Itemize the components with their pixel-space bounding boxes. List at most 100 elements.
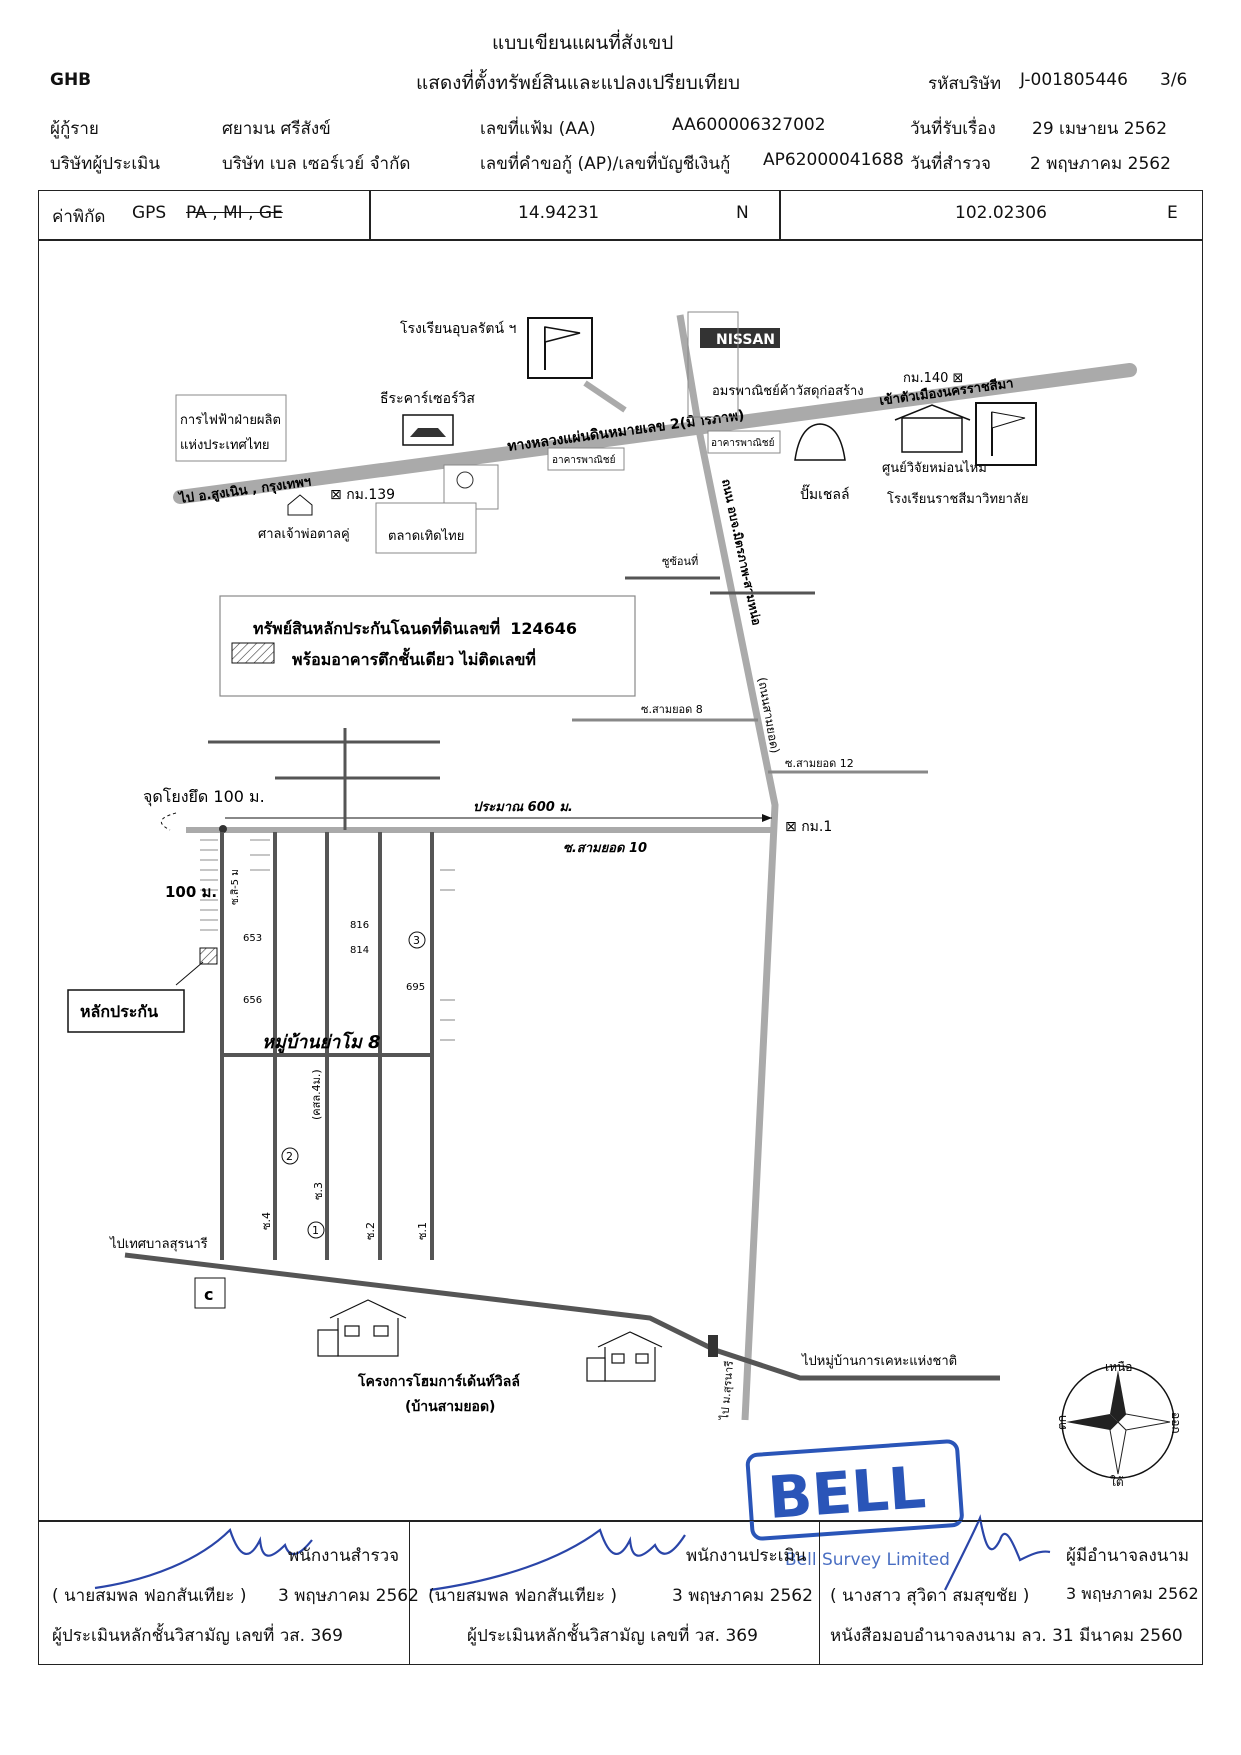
file-label: เลขที่แฟ้ม (AA) <box>480 119 596 139</box>
research-building-icon <box>901 417 963 453</box>
project-house-icon <box>317 1299 407 1357</box>
village-label: หมู่บ้านย่าโม 8 <box>262 1031 381 1054</box>
collateral-label-box <box>67 989 185 1033</box>
ptt-station-icon <box>194 1277 226 1309</box>
second-house-icon <box>586 1331 663 1382</box>
toyota-label: ธีระคาร์เซอร์วิส <box>380 390 475 407</box>
appraiser-role: พนักงานประเมิน <box>686 1546 807 1566</box>
authorized-name: ( นางสาว สุวิดา สมสุขชัย ) <box>830 1586 1030 1606</box>
school2-flag-icon <box>975 402 1037 466</box>
application-label: เลขที่คำขอกู้ (AP)/เลขที่บัญชีเงินกู้ <box>480 154 731 174</box>
km1-marker: ⊠ กม.1 <box>785 819 832 835</box>
school-top-label: โรงเรียนอุบลรัตน์ ฯ <box>400 320 516 337</box>
svg-text:1: 1 <box>312 1224 319 1237</box>
gps-latitude: 14.94231 <box>518 203 600 223</box>
lot-814: 814 <box>350 945 369 956</box>
nissan-sign <box>700 328 780 348</box>
school2-label: โรงเรียนราชสีมาวิทยาลัย <box>887 491 1029 507</box>
survey-date: 2 พฤษภาคม 2562 <box>1030 154 1171 174</box>
shrine-icon <box>287 494 313 516</box>
research-label: ศูนย์วิจัยหม่อนไหม <box>882 460 987 476</box>
school-access-road <box>583 380 627 413</box>
map-frame <box>38 240 1203 1522</box>
project-sub-label: (บ้านสามยอด) <box>405 1399 495 1415</box>
lot-695: 695 <box>406 982 425 993</box>
reference-point-label: จุดโยงยึด 100 ม. <box>143 787 265 807</box>
to-surnari2-label: ไป ม.สุรนารี <box>718 1360 736 1421</box>
authorized-date: 3 พฤษภาคม 2562 <box>1066 1584 1199 1603</box>
lane4-label: ซ.4 <box>260 1212 273 1230</box>
circle-marker-2 <box>281 1147 299 1165</box>
collateral-subtitle: พร้อมอาคารตึกชั้นเดียว ไม่ติดเลขที่ <box>292 647 536 669</box>
shrine-label: ศาลเจ้าพ่อตาลคู่ <box>258 527 350 542</box>
stamp-subtext: Bell Survey Limited <box>785 1550 950 1570</box>
egat-label-2: แห่งประเทศไทย <box>180 437 270 453</box>
mercedes-dealer-box <box>443 464 499 510</box>
file-number: AA600006327002 <box>672 115 826 135</box>
road-mittraphap-samno <box>676 314 779 1421</box>
circle-marker-1 <box>307 1221 325 1239</box>
svg-text:BELL: BELL <box>766 1453 928 1532</box>
signature-table <box>38 1520 1203 1665</box>
compass-rose-icon <box>1061 1365 1175 1479</box>
collateral-title: ทรัพย์สินหลักประกันโฉนดที่ดินเลขที่12464… <box>253 617 577 638</box>
surveyor-signature <box>94 1527 313 1590</box>
distance-100-label: 100 ม. <box>165 883 217 901</box>
gps-system: GPS <box>132 203 167 223</box>
surveyor-role: พนักงานสำรวจ <box>288 1546 400 1566</box>
doc-subtitle: แสดงที่ตั้งทรัพย์สินและแปลงเปรียบเทียบ <box>416 72 741 94</box>
svg-text:อาคารพาณิชย์: อาคารพาณิชย์ <box>711 437 774 449</box>
surveyor-license: ผู้ประเมินหลักชั้นวิสามัญ เลขที่ วส. 369 <box>52 1626 343 1646</box>
soi-mark-label: ซูซ้อนที่ <box>662 553 698 568</box>
lot-656: 656 <box>243 995 262 1006</box>
small-soi-label: ซ.สิ-5 ม <box>230 869 241 905</box>
collateral-label: หลักประกัน <box>80 1002 158 1021</box>
surveyor-date: 3 พฤษภาคม 2562 <box>278 1586 419 1606</box>
signature-cell-surveyor <box>38 1520 410 1665</box>
authorized-license: หนังสือมอบอำนาจลงนาม ลว. 31 มีนาคม 2560 <box>830 1626 1183 1646</box>
lot-653: 653 <box>243 933 262 944</box>
km139-marker: ⊠ กม.139 <box>330 487 395 503</box>
svg-text:3: 3 <box>413 934 420 947</box>
circle-marker-3 <box>408 931 426 949</box>
received-date: 29 เมษายน 2562 <box>1032 119 1168 139</box>
lane1-label: ซ.1 <box>416 1222 429 1240</box>
lane-width-label: (คสล.4ม.) <box>310 1069 323 1120</box>
gps-label: ค่าพิกัด <box>52 207 106 227</box>
survey-label: วันที่สำรวจ <box>910 154 991 174</box>
gps-longitude: 102.02306 <box>955 203 1047 223</box>
soi10-label: ซ.สามยอด 10 <box>563 841 647 856</box>
egat-label-1: การไฟฟ้าฝ่ายผลิต <box>180 412 281 428</box>
reference-point-marker <box>219 825 227 833</box>
lane3-label: ซ.3 <box>312 1182 325 1200</box>
compass-west: ตก <box>1055 1415 1069 1430</box>
commercial-bldg-1 <box>547 447 625 471</box>
lot-816: 816 <box>350 920 369 931</box>
collateral-parcel <box>199 947 218 965</box>
market-label: ตลาดเทิดไทย <box>388 528 464 544</box>
market-box <box>375 502 477 554</box>
received-label: วันที่รับเรื่อง <box>910 119 996 139</box>
company-code: J-001805446 <box>1020 70 1128 90</box>
gps-struck-systems: PA , MI , GE <box>186 203 283 223</box>
svg-text:อาคารพาณิชย์: อาคารพาณิชย์ <box>552 454 615 466</box>
application-number: AP62000041688 <box>763 150 904 170</box>
page-number: 3/6 <box>1160 70 1188 90</box>
gps-lat-dir: N <box>736 203 749 223</box>
km140-marker: กม.140 ⊠ <box>903 371 963 386</box>
appraiser-date: 3 พฤษภาคม 2562 <box>672 1586 813 1606</box>
gps-lon-dir: E <box>1167 203 1178 223</box>
egat-box <box>175 394 287 462</box>
compass-north: เหนือ <box>1105 1360 1132 1374</box>
appraiser-signature <box>429 1528 686 1592</box>
school-flag-icon <box>527 317 593 379</box>
shell-label: ปั๊มเชลล์ <box>800 484 850 503</box>
compass-south: ใต้ <box>1110 1475 1124 1489</box>
svg-text:c: c <box>204 1285 213 1304</box>
appraiser-name: บริษัท เบล เซอร์เวย์ จำกัด <box>222 154 411 174</box>
signature-cell-appraiser <box>410 1520 820 1665</box>
gps-row <box>38 190 1203 240</box>
collateral-legend-box <box>219 595 636 697</box>
highway-2-road <box>173 363 1137 504</box>
